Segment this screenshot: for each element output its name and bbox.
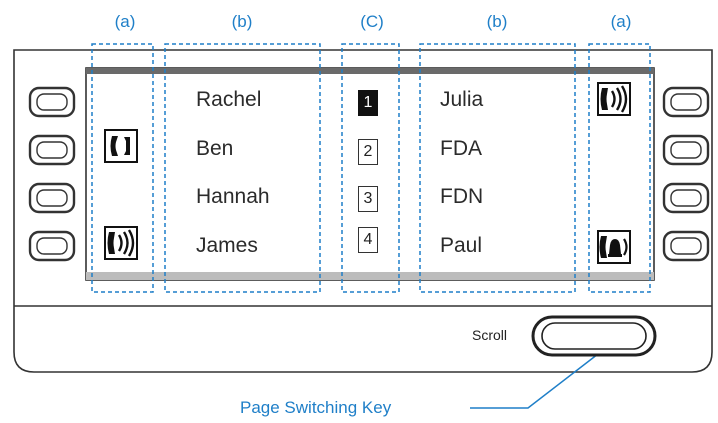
label-a-left: (a) — [114, 12, 136, 31]
left-key-2[interactable] — [28, 134, 76, 166]
phone-ringing-icon — [597, 82, 631, 116]
right-key-3[interactable] — [662, 182, 710, 214]
phone-bell-icon — [597, 230, 631, 264]
page-indicator-4: 4 — [358, 227, 378, 253]
region-b-left — [164, 43, 321, 293]
callout-page-switching-key: Page Switching Key — [240, 398, 392, 417]
lcd-bottom-shade — [86, 272, 654, 280]
right-key-1[interactable] — [662, 86, 710, 118]
region-c-center — [341, 43, 400, 293]
label-b-left: (b) — [231, 12, 253, 31]
right-name-2: FDA — [440, 137, 482, 160]
left-line-keys — [28, 86, 76, 262]
region-a-right — [588, 43, 651, 293]
right-key-2[interactable] — [662, 134, 710, 166]
left-key-3[interactable] — [28, 182, 76, 214]
right-name-4: Paul — [440, 234, 483, 257]
left-name-4: James — [196, 234, 258, 257]
label-c-center: (C) — [360, 12, 384, 31]
region-a-left — [91, 43, 154, 293]
left-name-1: Rachel — [196, 88, 262, 111]
left-name-3: Hannah — [196, 185, 270, 208]
right-name-1: Julia — [440, 88, 484, 111]
scroll-key[interactable] — [530, 314, 660, 360]
right-key-4[interactable] — [662, 230, 710, 262]
callout-leader-line — [470, 353, 599, 409]
region-b-right — [419, 43, 576, 293]
left-key-1[interactable] — [28, 86, 76, 118]
scroll-label: Scroll — [472, 327, 508, 343]
page-indicator-3: 3 — [358, 186, 378, 212]
label-b-right: (b) — [486, 12, 508, 31]
left-name-2: Ben — [196, 137, 234, 160]
lcd-top-shade — [86, 68, 654, 74]
page-indicator-2: 2 — [358, 139, 378, 165]
page-indicator-1: 1 — [358, 90, 378, 116]
label-a-right: (a) — [610, 12, 632, 31]
phone-line-icon — [104, 129, 138, 163]
phone-ringing-icon — [104, 226, 138, 260]
left-key-4[interactable] — [28, 230, 76, 262]
right-name-3: FDN — [440, 185, 484, 208]
right-line-keys — [662, 86, 710, 262]
